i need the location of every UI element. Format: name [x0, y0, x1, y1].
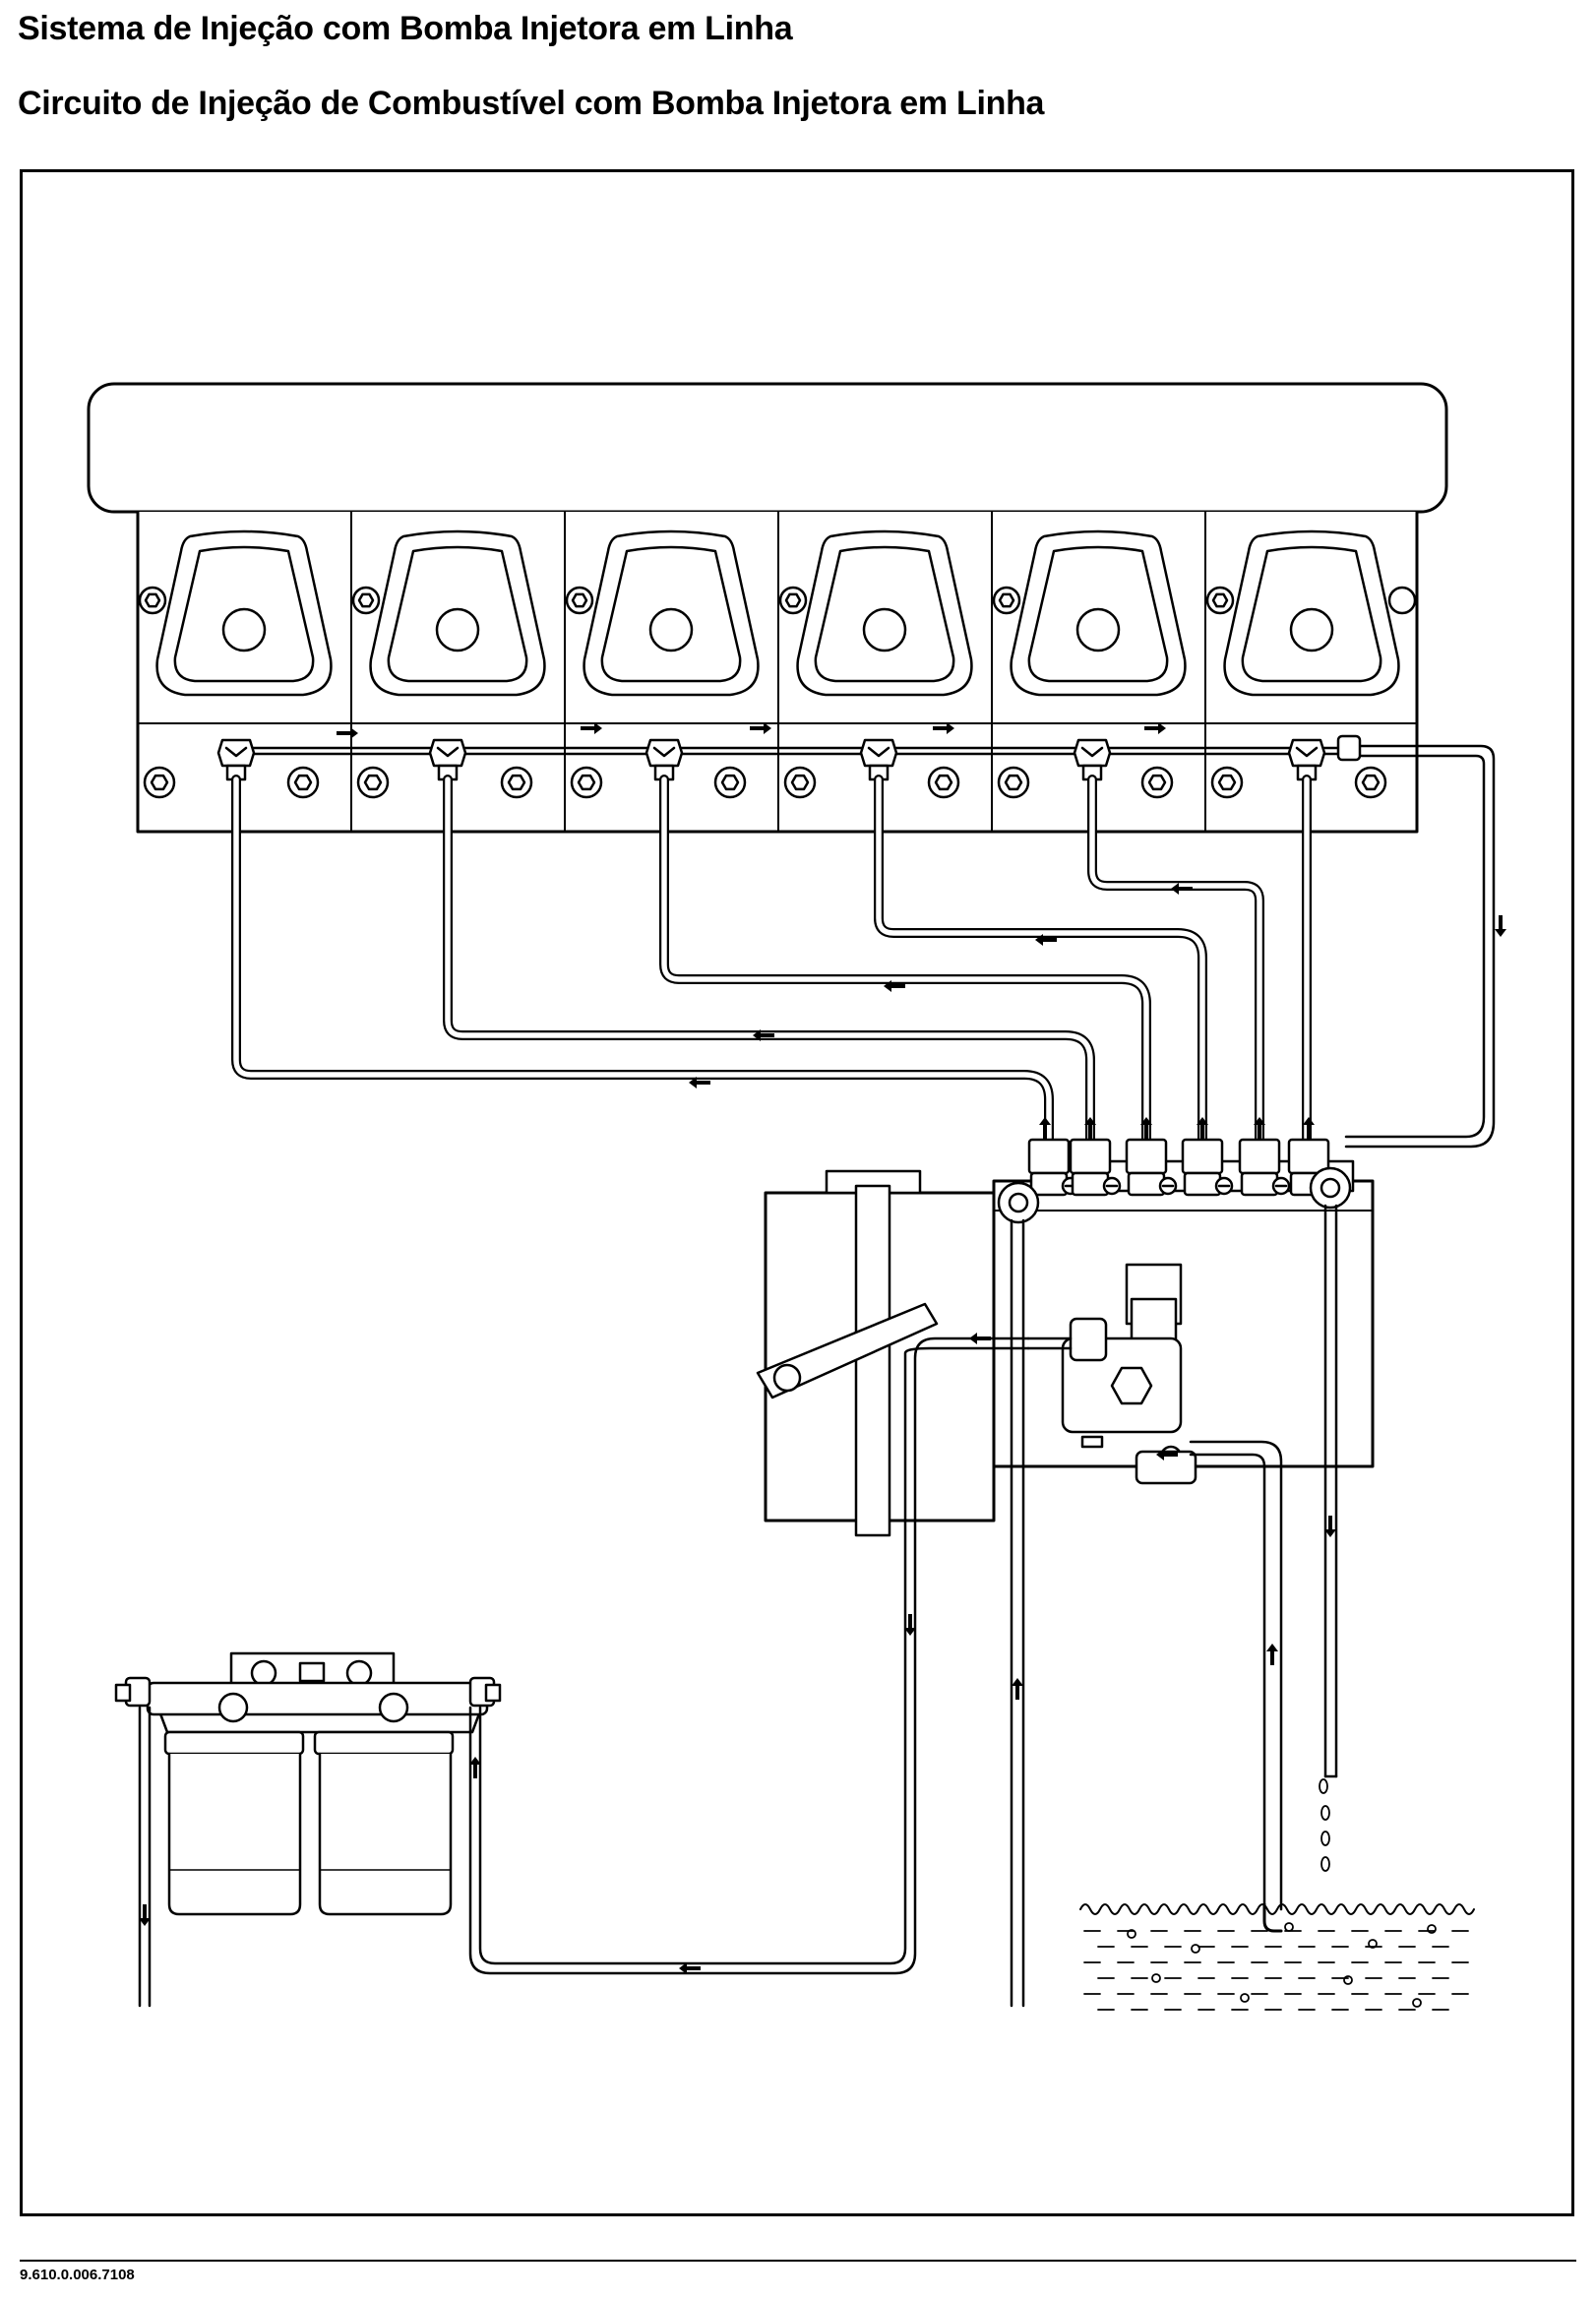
high-pressure-line-3: [659, 775, 1151, 1151]
rocker-stud-icon: [221, 607, 267, 653]
flow-arrow-l: [753, 1029, 774, 1041]
flow-arrow-l: [1035, 934, 1057, 946]
double-fuel-filter: [114, 1651, 502, 1916]
delivery-valve-2: [1069, 1138, 1122, 1197]
cylinder-1: [138, 529, 333, 799]
injector-5: [1073, 738, 1112, 781]
rocker-stud-icon: [1075, 607, 1121, 653]
leak-off-rail: [239, 734, 1496, 1149]
footer-rule: [20, 2260, 1576, 2262]
flow-arrow-l: [884, 980, 905, 992]
flow-arrow-u: [1197, 1117, 1208, 1139]
flow-arrow-l: [969, 1333, 991, 1344]
cylinder-4: [777, 511, 973, 833]
fuel-surface: [1079, 1903, 1475, 1915]
rocker-stud-icon: [1289, 607, 1334, 653]
flow-arrow-l: [689, 1077, 710, 1088]
injector-4: [859, 738, 898, 781]
delivery-valve-5: [1238, 1138, 1291, 1197]
suction-pickup: [1262, 1902, 1283, 1933]
flow-arrows: [139, 722, 1506, 1974]
valve-cover: [87, 382, 1448, 514]
flow-arrow-l: [1171, 883, 1193, 895]
page-title: Sistema de Injeção com Bomba Injetora em…: [18, 10, 793, 47]
diagram-frame: [20, 169, 1574, 2216]
cylinder-6: [1204, 511, 1400, 833]
flow-arrow-u: [1303, 1117, 1315, 1139]
flow-arrow-d: [1495, 915, 1506, 937]
flow-arrow-u: [1084, 1117, 1096, 1139]
flow-arrow-r: [337, 727, 358, 739]
flow-arrow-r: [750, 722, 771, 734]
fuel-tank: [1079, 1902, 1475, 2020]
cylinder-3: [564, 511, 760, 833]
cylinder-5: [991, 511, 1187, 833]
flow-arrow-r: [581, 722, 602, 734]
flow-arrow-l: [1156, 1449, 1178, 1461]
return-drips: [1319, 1778, 1330, 1872]
rocker-stud-icon: [435, 607, 480, 653]
flow-arrow-d: [1324, 1516, 1336, 1537]
high-pressure-line-4: [874, 775, 1207, 1151]
flow-arrow-d: [139, 1904, 151, 1926]
delivery-valve-1: [1027, 1138, 1080, 1197]
high-pressure-line-1: [231, 775, 1054, 1151]
delivery-valve-3: [1125, 1138, 1178, 1197]
injector-3: [645, 738, 684, 781]
flow-arrow-l: [679, 1962, 701, 1974]
delivery-valve-4: [1181, 1138, 1234, 1197]
flow-arrow-r: [933, 722, 954, 734]
flow-arrow-u: [469, 1757, 481, 1778]
cylinder-2: [350, 511, 546, 833]
flow-arrow-r: [1144, 722, 1166, 734]
high-pressure-line-5: [1087, 775, 1264, 1151]
flow-arrow-d: [904, 1614, 916, 1636]
rocker-stud-icon: [862, 607, 907, 653]
flow-arrow-u: [1266, 1644, 1278, 1665]
flow-arrow-u: [1140, 1117, 1152, 1139]
low-pressure-lines: [138, 1204, 1338, 2008]
high-pressure-line-2: [443, 775, 1095, 1151]
page-subtitle: Circuito de Injeção de Combustível com B…: [18, 85, 1045, 122]
flow-arrow-u: [1254, 1117, 1265, 1139]
document-code: 9.610.0.006.7108: [20, 2267, 135, 2283]
flow-arrow-u: [1012, 1678, 1023, 1700]
rocker-stud-icon: [648, 607, 694, 653]
feed-pump: [1026, 1263, 1197, 1485]
injector-6: [1287, 738, 1326, 781]
flow-arrow-u: [1039, 1117, 1051, 1139]
